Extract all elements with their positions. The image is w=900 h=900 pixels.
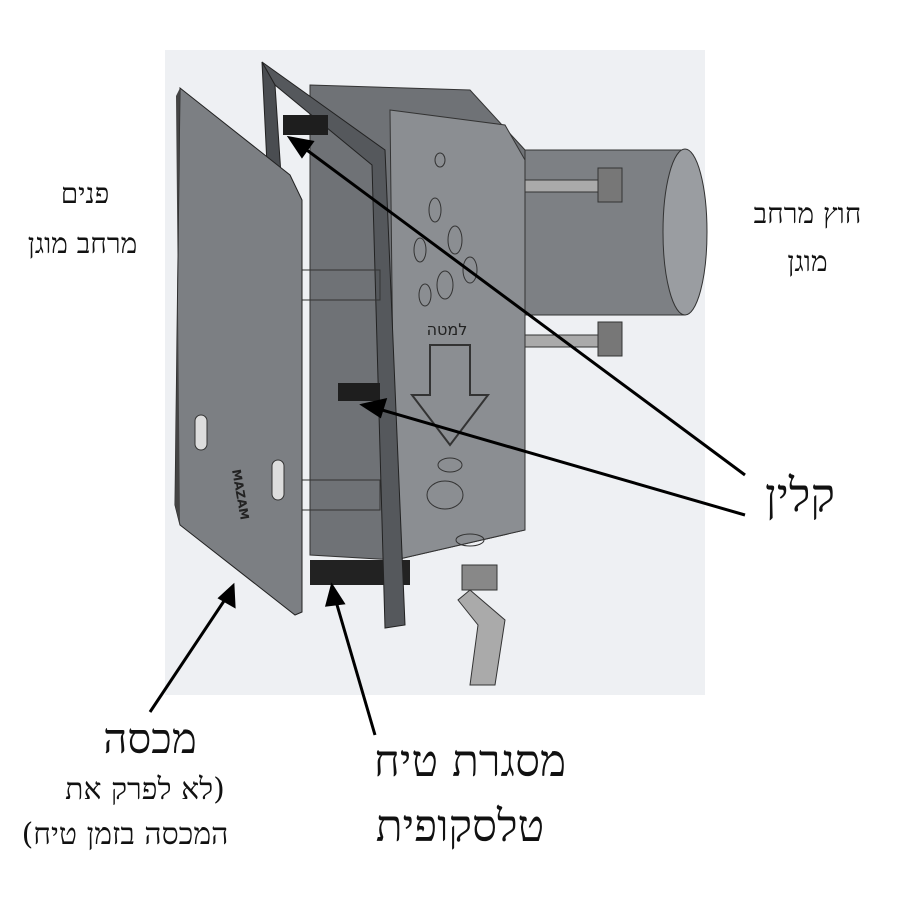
frame-label-line1: מסגרת טיח — [373, 736, 567, 787]
main-body: למטה — [309, 84, 526, 585]
cover-note-line2: המכסה בזמן טיח) — [21, 817, 229, 852]
inside-label-line1: פנים — [60, 177, 110, 210]
wedge-leader-top — [299, 143, 746, 477]
frame-leader — [333, 597, 377, 736]
cover-plate: MAZAM — [174, 86, 303, 616]
wedge-top — [283, 115, 328, 135]
wedge-label: קלין — [765, 468, 835, 522]
arrowhead-icon — [324, 582, 346, 607]
outside-label-line2: מוגן — [787, 245, 828, 278]
frame-label-line2: טלסקופית — [375, 801, 545, 852]
cover-leader — [148, 594, 230, 713]
leader-lines — [148, 135, 746, 736]
cover-note-line1: (לא לפרק את — [65, 772, 225, 807]
cover-label: מכסה — [103, 714, 197, 763]
wedge-leader-middle — [374, 406, 746, 517]
arrowhead-icon — [286, 135, 315, 159]
outside-label-line1: חוץ מרחב — [753, 197, 862, 230]
wedge-middle — [338, 383, 380, 401]
arrowhead-icon — [359, 397, 388, 419]
inside-label-line2: מרחב מוגן — [27, 227, 138, 260]
arrowhead-icon — [217, 582, 236, 609]
down-label: למטה — [427, 320, 468, 339]
drain-hose — [457, 564, 506, 686]
down-arrow-icon — [409, 344, 491, 447]
pipe-cylinder — [524, 148, 708, 357]
